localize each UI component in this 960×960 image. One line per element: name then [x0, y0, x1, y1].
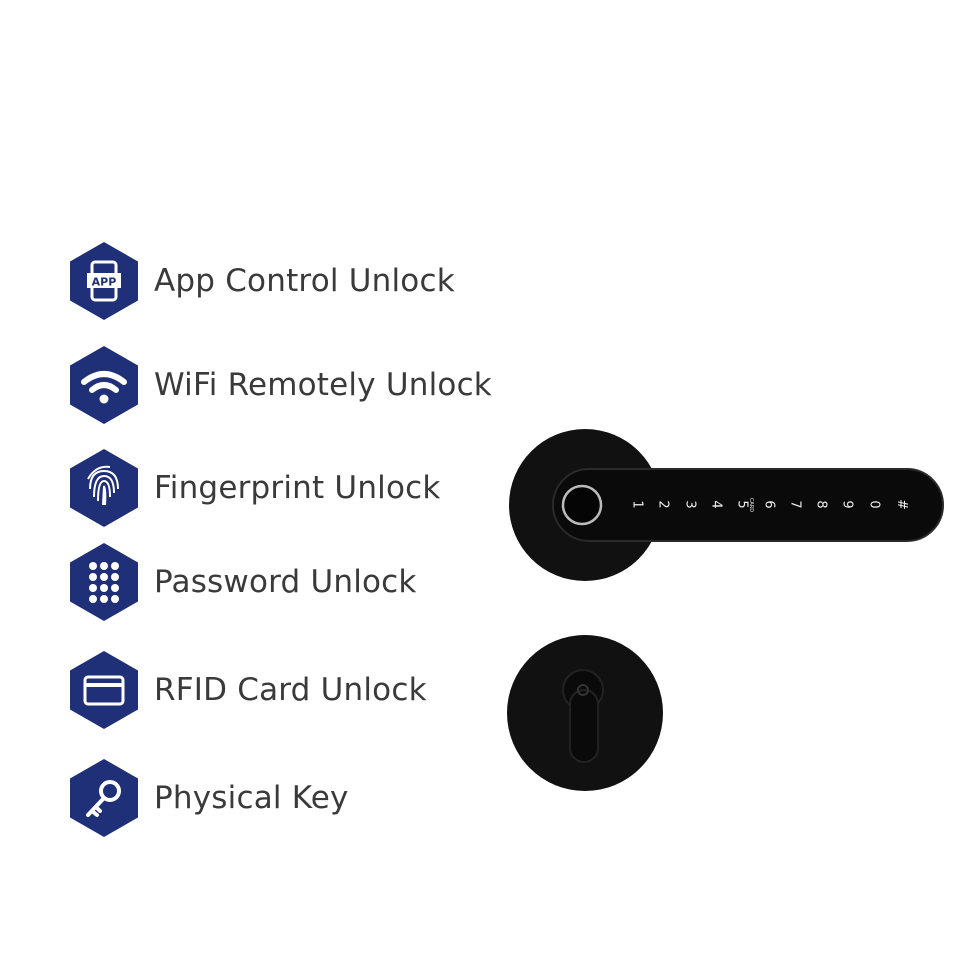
keypad-key: 2	[655, 500, 671, 509]
key-cylinder-top	[562, 669, 604, 711]
feature-item: APP App Control Unlock	[70, 242, 455, 320]
keypad-key: 1	[629, 500, 645, 509]
feature-label: Password Unlock	[154, 564, 417, 600]
keypad-key: 8	[813, 500, 829, 509]
feature-item: Physical Key	[70, 759, 349, 837]
feature-item: WiFi Remotely Unlock	[70, 346, 492, 424]
keypad-key: 3	[682, 500, 698, 509]
feature-item: Password Unlock	[70, 543, 417, 621]
keypad-key: 4	[708, 500, 724, 509]
fingerprint-sensor	[561, 484, 603, 526]
fingerprint-icon	[70, 449, 138, 527]
key-cylinder	[569, 689, 599, 763]
feature-label: App Control Unlock	[154, 263, 455, 299]
feature-label: RFID Card Unlock	[154, 672, 427, 708]
keypad-key: 7	[787, 500, 803, 509]
svg-text:APP: APP	[92, 276, 117, 289]
keyhole	[577, 684, 589, 696]
keypad-key: 0	[866, 500, 882, 509]
feature-item: Fingerprint Unlock	[70, 449, 441, 527]
feature-label: WiFi Remotely Unlock	[154, 367, 492, 403]
feature-label: Fingerprint Unlock	[154, 470, 441, 506]
keypad-key: 6	[761, 500, 777, 509]
keypad-icon	[70, 543, 138, 621]
card-icon	[70, 651, 138, 729]
app-phone-icon: APP	[70, 242, 138, 320]
card-label: CARD	[748, 497, 755, 513]
wifi-icon	[70, 346, 138, 424]
keypad-key: 9	[840, 500, 856, 509]
feature-item: RFID Card Unlock	[70, 651, 427, 729]
key-icon	[70, 759, 138, 837]
lower-rose	[507, 635, 663, 791]
feature-label: Physical Key	[154, 780, 349, 816]
keypad-key: #	[893, 499, 909, 510]
